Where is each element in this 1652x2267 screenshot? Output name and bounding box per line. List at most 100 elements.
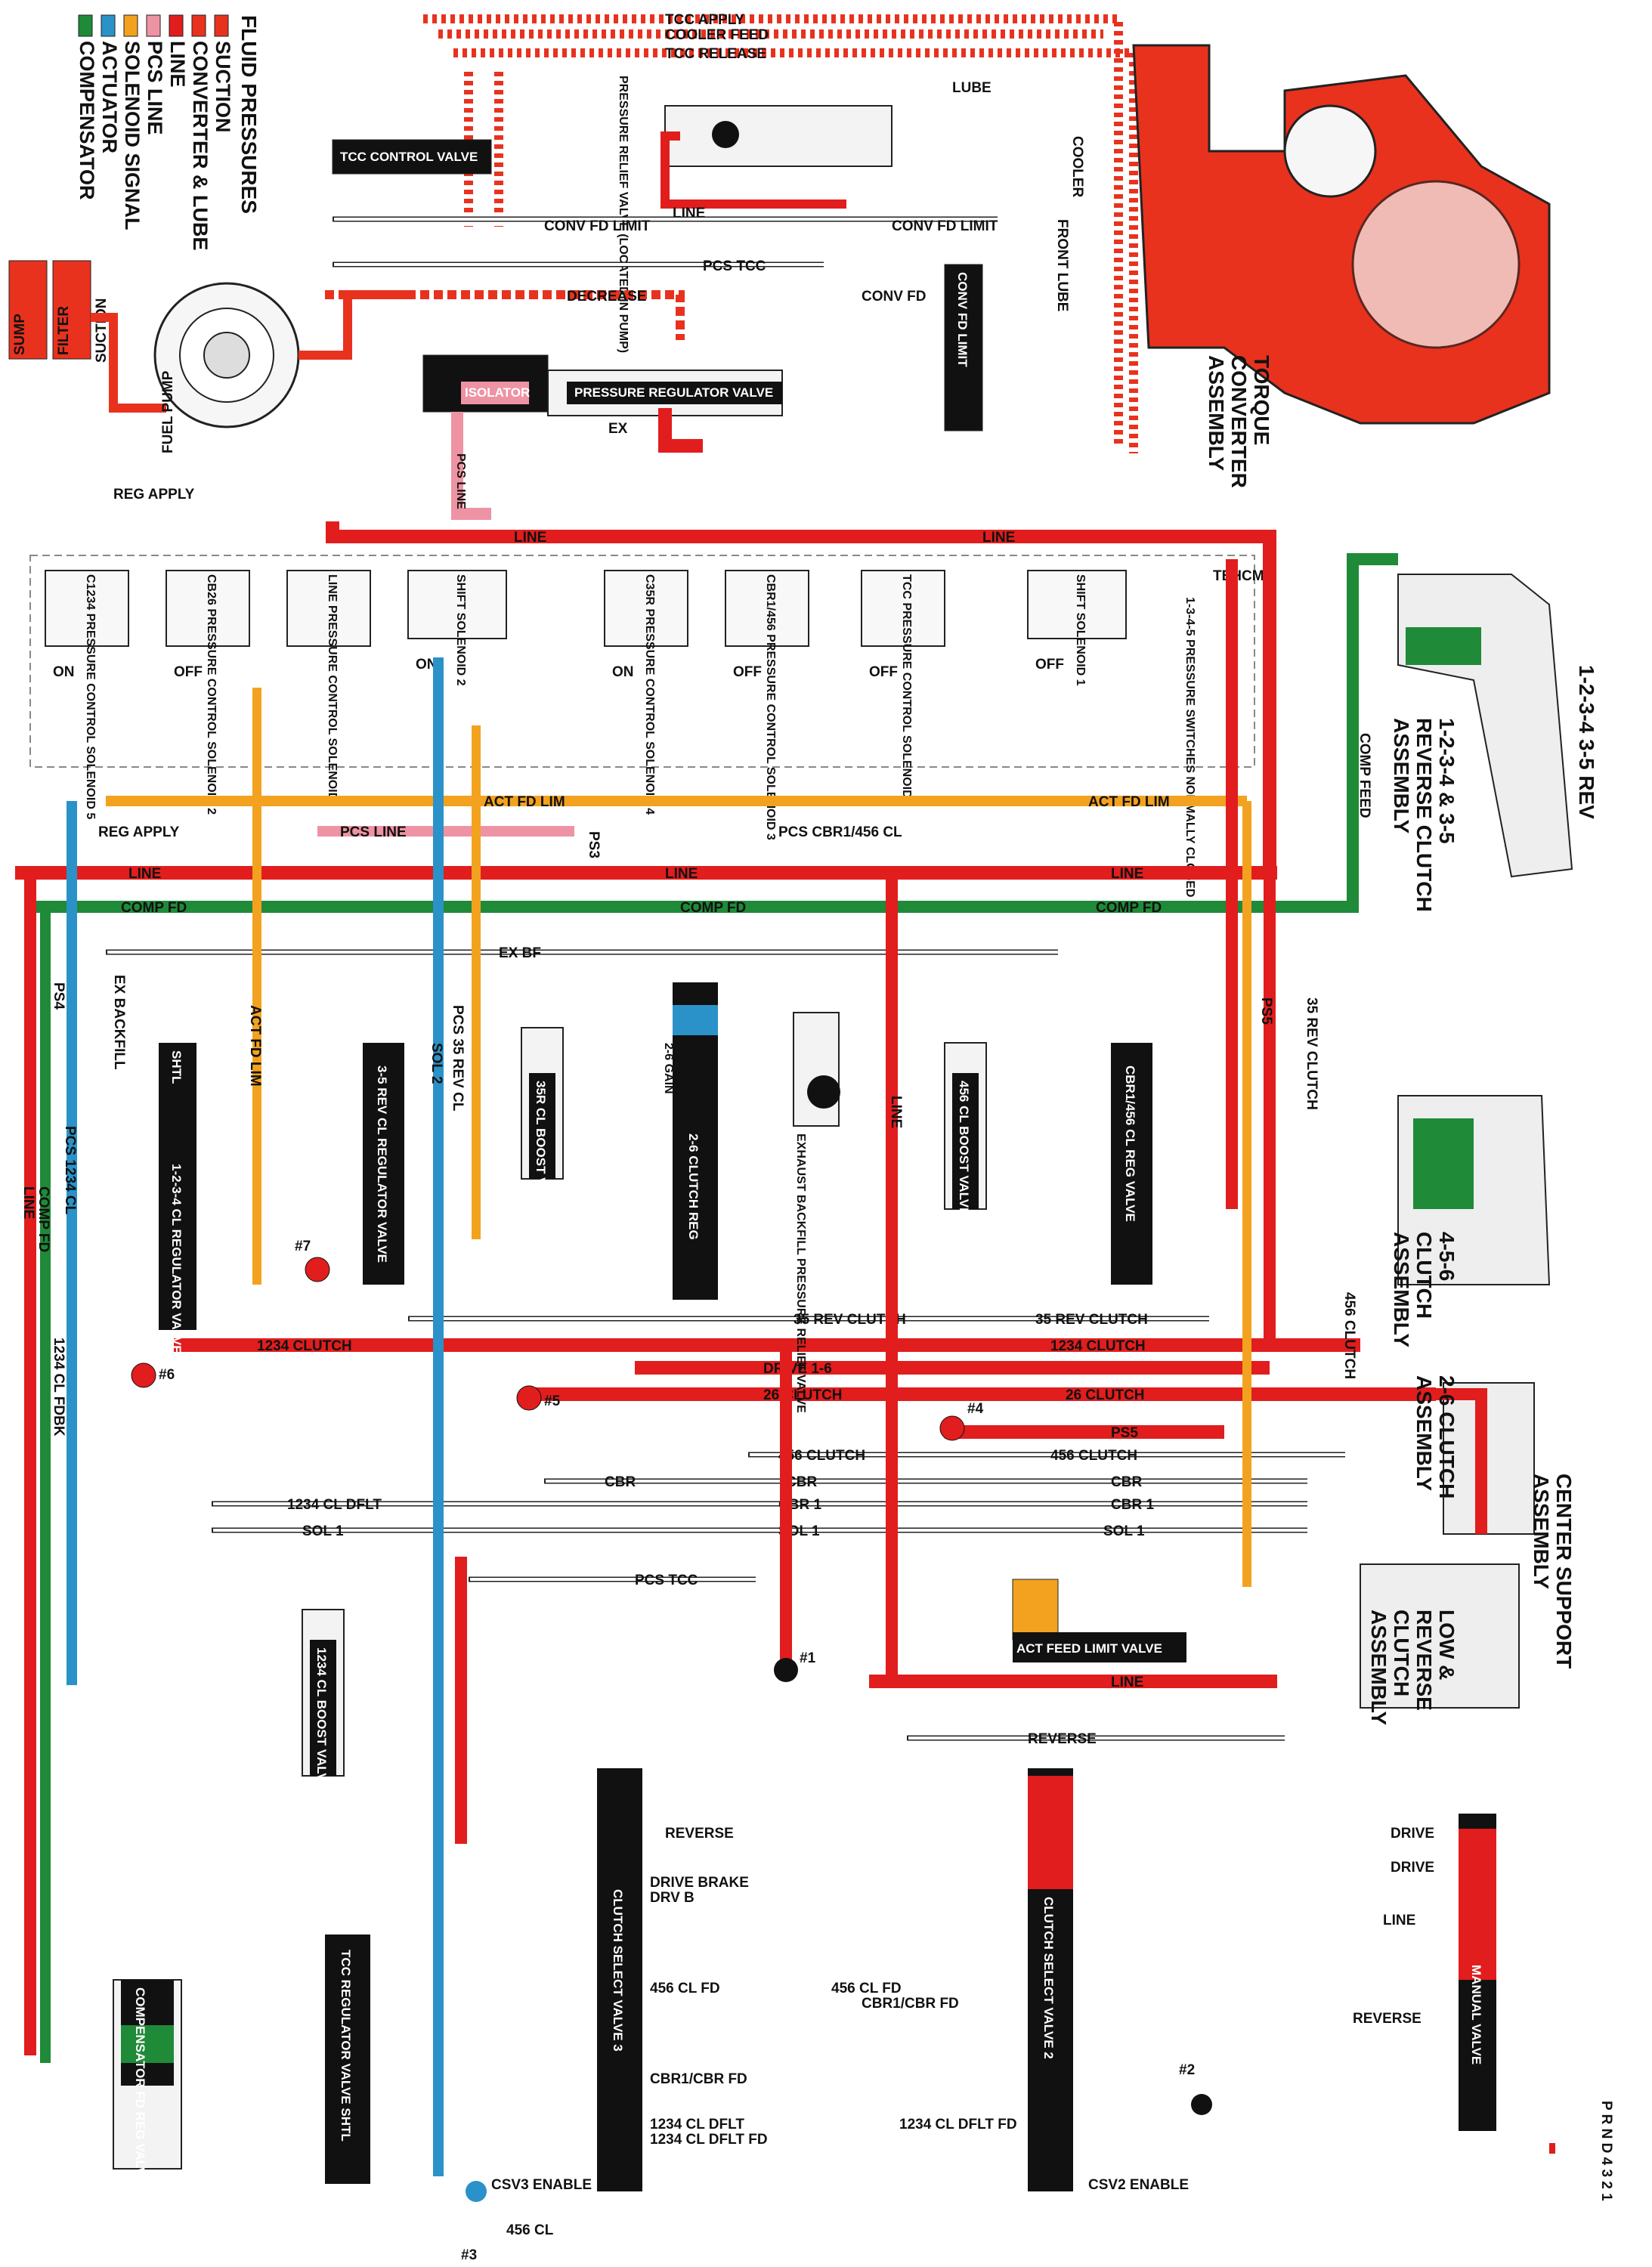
svg-text:TCC REGULATOR VALVE SHTL: TCC REGULATOR VALVE SHTL <box>339 1950 353 2142</box>
comp-fd-label: COMP FD <box>121 900 187 916</box>
solenoid-name: C1234 PRESSURE CONTROL SOLENOID 5 <box>84 574 97 819</box>
cbr1-cbr-fd-label-2: CBR1/CBR FD <box>650 2071 747 2087</box>
ex-label-preg: EX <box>608 421 628 437</box>
svg-text:2-6 CLUTCH REG: 2-6 CLUTCH REG <box>686 1134 701 1240</box>
checkball-5: #5 <box>516 1385 561 1411</box>
reverse-label-manual: REVERSE <box>1353 2011 1422 2027</box>
solenoid-state: OFF <box>174 664 203 680</box>
line-label-lower: LINE <box>1111 1675 1143 1690</box>
456-cl-label: 456 CLUTCH <box>778 1448 865 1464</box>
svg-text:#4: #4 <box>967 1401 984 1417</box>
reg-apply-label: REG APPLY <box>98 824 180 840</box>
ps5-label: PS5 <box>1111 1425 1138 1441</box>
svg-text:#7: #7 <box>295 1239 311 1254</box>
solenoid-state: OFF <box>733 664 762 680</box>
tehcm-block: TEHCM C1234 PRESSURE CONTROL SOLENOID 5 … <box>29 555 1264 897</box>
1234-cl-label: 1234 CLUTCH <box>257 1338 352 1354</box>
svg-text:MANUAL VALVE: MANUAL VALVE <box>1469 1965 1483 2064</box>
svg-text:CENTER SUPPORT: CENTER SUPPORT <box>1552 1474 1576 1669</box>
svg-text:CLUTCH SELECT VALVE 3: CLUTCH SELECT VALVE 3 <box>611 1889 625 2052</box>
solenoid-name: SHIFT SOLENOID 1 <box>1074 574 1087 686</box>
line-label: LINE <box>514 530 546 546</box>
line-v-label: LINE <box>20 1186 36 1219</box>
svg-text:CLUTCH: CLUTCH <box>1412 1232 1436 1319</box>
legend-item-suction: SUCTION <box>212 14 234 133</box>
legend-label: COMPENSATOR <box>76 41 98 200</box>
fuel-pump-label: FUEL PUMP <box>160 370 176 453</box>
cbr-label-3: CBR <box>1111 1474 1142 1490</box>
front-lube-label: FRONT LUBE <box>1054 219 1070 311</box>
svg-text:CLUTCH: CLUTCH <box>1390 1610 1413 1696</box>
svg-text:1234 CL BOOST VALVE: 1234 CL BOOST VALVE <box>314 1647 329 1790</box>
valve-3-5-rev: 3-5 REV CL REGULATOR VALVE <box>363 1043 404 1285</box>
suction-label: SUCTION <box>94 298 110 363</box>
svg-text:2-6 GAIN: 2-6 GAIN <box>662 1043 675 1094</box>
26-clutch-label: 26 CLUTCH <box>1066 1387 1145 1403</box>
svg-text:ASSEMBLY: ASSEMBLY <box>1530 1474 1553 1589</box>
solenoid-name: CB26 PRESSURE CONTROL SOLENOID 2 <box>205 574 218 815</box>
cbr1-label-2: CBR 1 <box>1111 1497 1154 1513</box>
1234-cl-dflt-fd-label-2: 1234 CL DFLT FD <box>899 2117 1017 2132</box>
valve-exhaust-backfill: EXHAUST BACKFILL PRESSURE RELIEF VALVE <box>793 1012 840 1413</box>
svg-text:CLUTCH SELECT VALVE 2: CLUTCH SELECT VALVE 2 <box>1041 1897 1056 2059</box>
svg-text:456 CL BOOST VALVE: 456 CL BOOST VALVE <box>957 1081 971 1217</box>
solenoid-state: ON <box>53 664 75 680</box>
decrease-label: DECREASE <box>567 289 647 305</box>
legend-item-solenoid-signal: SOLENOID SIGNAL <box>121 14 144 230</box>
tehcm-label: TEHCM <box>1213 568 1264 584</box>
svg-text:1-2-3-4 CL REGULATOR VALVE: 1-2-3-4 CL REGULATOR VALVE <box>169 1164 184 1354</box>
line-label-main: LINE <box>128 866 161 882</box>
cooler-feed-label: COOLER FEED <box>665 27 769 43</box>
solenoid-name: CBR1/456 PRESSURE CONTROL SOLENOID 3 <box>764 574 777 840</box>
conv-fd-limit-label: CONV FD LIMIT <box>544 218 651 234</box>
pcs-line-label: PCS LINE <box>454 453 467 509</box>
checkball-7: #7 <box>295 1239 330 1282</box>
reverse-label: REVERSE <box>1028 1731 1097 1747</box>
sol1-label-3: SOL 1 <box>1103 1523 1145 1539</box>
legend-item-compensator: COMPENSATOR <box>76 14 98 200</box>
cbr1-cbr-fd-label: CBR1/CBR FD <box>862 1996 959 2012</box>
legend-label: LINE <box>166 41 189 88</box>
svg-text:#2: #2 <box>1179 2062 1195 2078</box>
svg-text:ASSEMBLY: ASSEMBLY <box>1390 718 1413 834</box>
sump-label: SUMP <box>12 314 28 355</box>
legend-label: SUCTION <box>212 41 234 133</box>
svg-text:LOW &: LOW & <box>1435 1610 1459 1680</box>
reg-apply-label-top: REG APPLY <box>113 487 195 503</box>
valve-manual: MANUAL VALVE <box>1459 1814 1496 2131</box>
solenoid-name: TCC PRESSURE CONTROL SOLENOID <box>900 574 913 799</box>
comp-feed-v-label: COMP FEED <box>1357 733 1372 818</box>
svg-text:2-6 CLUTCH: 2-6 CLUTCH <box>1435 1375 1459 1498</box>
solenoid-tcc: TCC PRESSURE CONTROL SOLENOID OFF <box>861 570 945 799</box>
ex-bf-label: EX BF <box>499 945 541 961</box>
35rev-clutch-v-label: 35 REV CLUTCH <box>1304 997 1319 1110</box>
tcc-control-valve: TCC CONTROL VALVE <box>340 150 478 164</box>
tc-label-2: CONVERTER <box>1227 355 1251 488</box>
svg-text:#5: #5 <box>544 1393 561 1409</box>
cooler-label: COOLER <box>1069 136 1085 198</box>
solenoid-cbr1-456: CBR1/456 PRESSURE CONTROL SOLENOID 3 OFF <box>725 570 809 840</box>
svg-text:#3: #3 <box>461 2247 477 2263</box>
1234-cl-dflt-label: 1234 CL DFLT <box>287 1497 382 1513</box>
valve-456-boost: 456 CL BOOST VALVE <box>944 1042 987 1217</box>
lower-valves: TCC REGULATOR VALVE SHTL COMPENSATOR FD … <box>113 1768 1496 2238</box>
svg-text:3-5 REV CL REGULATOR VALVE: 3-5 REV CL REGULATOR VALVE <box>375 1065 389 1263</box>
legend-title: FLUID PRESSURES <box>237 15 261 214</box>
sol1-label: SOL 1 <box>302 1523 344 1539</box>
pressure-switch-label: 1-3-4-5 PRESSURE SWITCHES NORMALLY CLOSE… <box>1183 597 1196 897</box>
valve-clutch-select-2: CLUTCH SELECT VALVE 2 <box>1028 1768 1073 2191</box>
clutch-assemblies: 1-2-3-4 & 3-5 REVERSE CLUTCH ASSEMBLY 1-… <box>1360 574 1598 1725</box>
mid-valves: SHTL 1-2-3-4 CL REGULATOR VALVE 3-5 REV … <box>159 982 1186 1790</box>
solenoid-shift-1: SHIFT SOLENOID 1 OFF <box>1027 570 1127 686</box>
sol2-label: SOL 2 <box>428 1043 444 1084</box>
legend: FLUID PRESSURES SUCTION CONVERTER & LUBE… <box>76 14 261 251</box>
solenoid-state: OFF <box>1035 657 1064 673</box>
tc-label-1: TORQUE <box>1250 355 1273 445</box>
svg-text:1-2-3-4 & 3-5: 1-2-3-4 & 3-5 <box>1435 718 1459 844</box>
drive-label: DRIVE <box>1391 1826 1434 1842</box>
ex-backfill-label: EX BACKFILL <box>111 975 127 1070</box>
valve-cbr1-456: CBR1/456 CL REG VALVE <box>1111 1043 1152 1285</box>
svg-text:REVERSE: REVERSE <box>1412 1610 1436 1711</box>
solenoid-c35r: C35R PRESSURE CONTROL SOLENOID 4 ON <box>604 570 688 815</box>
valve-comp-fd-reg: COMPENSATOR FD REG VALVE <box>113 1979 182 2184</box>
